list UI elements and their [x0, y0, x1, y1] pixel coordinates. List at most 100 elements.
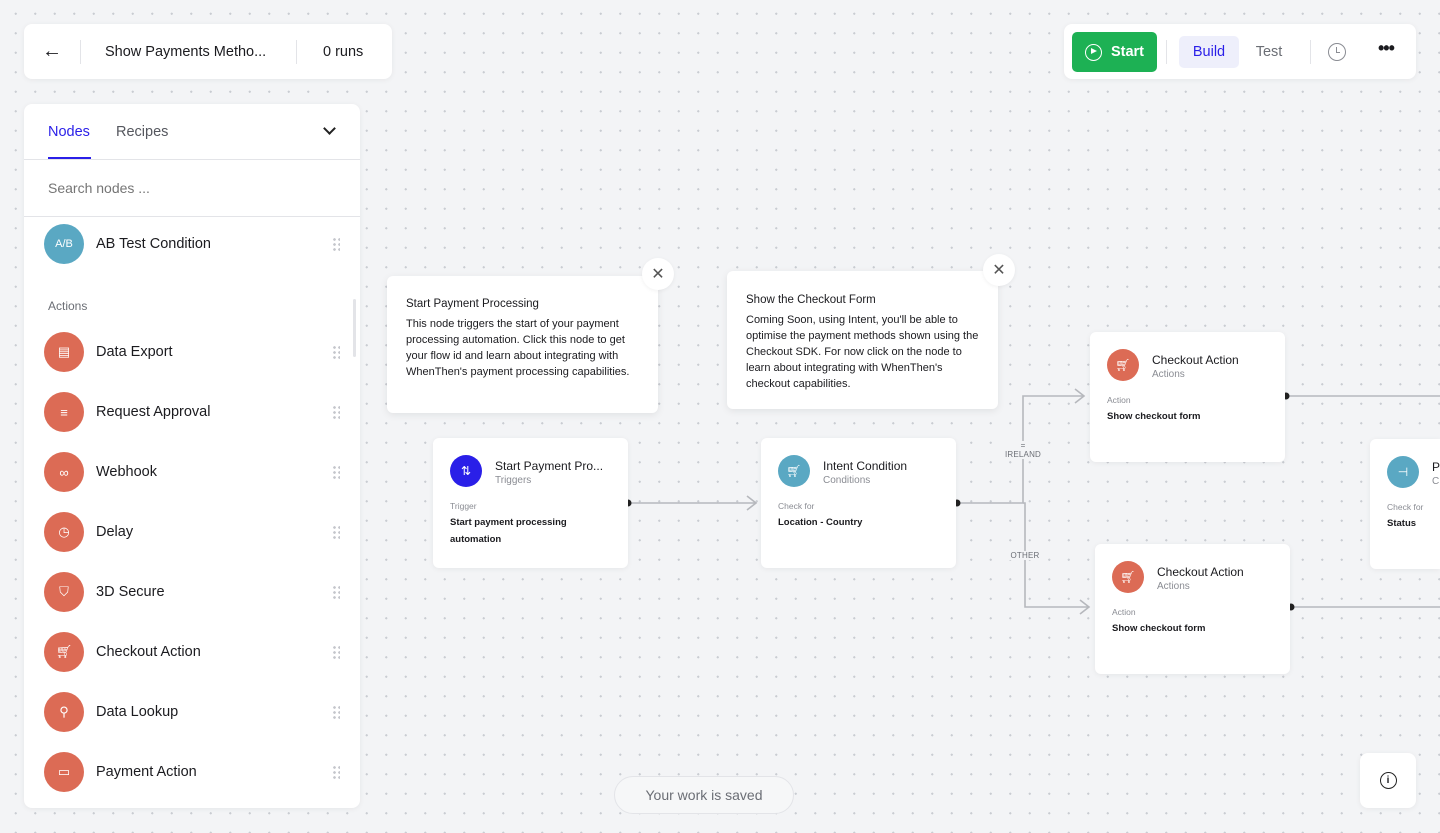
node-field-label: Action: [1112, 607, 1136, 617]
edge-label-ireland: =IRELAND: [1000, 441, 1046, 459]
node-field-value: Status: [1387, 518, 1417, 529]
node-category: Actions: [1157, 581, 1190, 592]
edge-start-to-intent: [628, 495, 758, 511]
node-item-label: Data Lookup: [96, 704, 179, 720]
node-field-value: Show checkout form: [1112, 623, 1206, 634]
drag-handle-icon[interactable]: [332, 345, 340, 359]
saved-status: Your work is saved: [614, 776, 794, 814]
shield-icon: ⛉: [44, 572, 84, 612]
node-category: C: [1432, 476, 1440, 487]
drag-handle-icon[interactable]: [332, 585, 340, 599]
divider: [80, 40, 81, 64]
node-item-checkout-action[interactable]: 🛒︎ Checkout Action: [44, 630, 340, 674]
edge-checkout-out: [1286, 395, 1440, 608]
node-title: Start Payment Pro...: [495, 459, 604, 473]
saved-status-text: Your work is saved: [645, 787, 763, 803]
divider: [24, 159, 360, 160]
edge-operator: =: [1020, 441, 1026, 450]
cart-icon: 🛒︎: [44, 632, 84, 672]
node-item-3d-secure[interactable]: ⛉ 3D Secure: [44, 570, 340, 614]
flow-node[interactable]: 🛒︎ Intent Condition Conditions Check for…: [761, 438, 956, 568]
node-item-label: Delay: [96, 524, 134, 540]
divider: [1310, 40, 1311, 64]
node-field-value: Show checkout form: [1107, 411, 1201, 422]
node-item-webhook[interactable]: ∞ Webhook: [44, 450, 340, 494]
drag-handle-icon[interactable]: [332, 237, 340, 251]
node-category: Conditions: [823, 475, 871, 486]
close-icon[interactable]: ✕: [642, 258, 674, 290]
node-item-label: Request Approval: [96, 404, 211, 420]
drag-handle-icon[interactable]: [332, 705, 340, 719]
tooltip-title: Show the Checkout Form: [746, 294, 876, 306]
flow-node[interactable]: ⊣ P C Check for Status: [1370, 439, 1440, 569]
tab-recipes[interactable]: Recipes: [116, 124, 169, 140]
flow-header: ← Show Payments Metho... 0 runs: [24, 24, 392, 79]
card-icon: ▭: [44, 752, 84, 792]
node-item-label: AB Test Condition: [96, 236, 211, 252]
divider: [296, 40, 297, 64]
flow-title[interactable]: Show Payments Metho...: [105, 44, 267, 60]
tooltip-title: Start Payment Processing: [406, 298, 539, 310]
drag-handle-icon[interactable]: [332, 465, 340, 479]
back-button[interactable]: ←: [42, 40, 62, 62]
tab-nodes[interactable]: Nodes: [48, 124, 90, 140]
history-icon: ◷: [44, 512, 84, 552]
toolbar: Start Build Test •••: [1064, 24, 1416, 79]
active-tab-indicator: [48, 157, 91, 159]
node-title: Intent Condition: [823, 459, 908, 473]
drag-handle-icon[interactable]: [332, 405, 340, 419]
scrollbar[interactable]: [353, 299, 356, 357]
tooltip-body: This node triggers the start of your pay…: [406, 318, 630, 378]
drag-handle-icon[interactable]: [332, 645, 340, 659]
node-field-label: Trigger: [450, 501, 477, 511]
node-item-ab-test[interactable]: A/B AB Test Condition: [44, 222, 340, 266]
node-item-data-lookup[interactable]: ⚲ Data Lookup: [44, 690, 340, 734]
search-icon: ⚲: [44, 692, 84, 732]
split-icon: ⊣: [1387, 456, 1419, 488]
cart-icon: 🛒︎: [1112, 561, 1144, 593]
node-field-value: Start payment processing automation: [450, 517, 567, 545]
drag-handle-icon[interactable]: [332, 525, 340, 539]
node-title: Checkout Action: [1152, 353, 1239, 367]
node-title: P: [1432, 460, 1440, 474]
node-field-value: Location - Country: [778, 517, 863, 528]
start-button[interactable]: Start: [1072, 32, 1157, 72]
node-panel: Nodes Recipes A/B AB Test Condition Acti…: [24, 104, 360, 808]
node-item-label: Webhook: [96, 464, 157, 480]
filter-icon: ≡: [44, 392, 84, 432]
node-item-label: Checkout Action: [96, 644, 201, 660]
node-field-label: Check for: [1387, 502, 1424, 512]
ab-test-icon: A/B: [44, 224, 84, 264]
node-field-label: Action: [1107, 395, 1131, 405]
runs-count: 0 runs: [323, 44, 364, 60]
start-label: Start: [1110, 44, 1145, 60]
section-actions: Actions: [48, 299, 88, 313]
edge-value: IRELAND: [1004, 450, 1042, 459]
flow-node[interactable]: ⇅ Start Payment Pro... Triggers Trigger …: [433, 438, 628, 568]
node-item-label: Payment Action: [96, 764, 197, 780]
flow-node[interactable]: 🛒︎ Checkout Action Actions Action Show c…: [1090, 332, 1285, 462]
node-category: Actions: [1152, 369, 1185, 380]
node-title: Checkout Action: [1157, 565, 1244, 579]
node-item-label: 3D Secure: [96, 584, 165, 600]
close-icon[interactable]: ✕: [983, 254, 1015, 286]
node-category: Triggers: [495, 475, 532, 486]
play-icon: [1084, 43, 1102, 61]
tab-build[interactable]: Build: [1179, 36, 1239, 68]
node-item-delay[interactable]: ◷ Delay: [44, 510, 340, 554]
node-item-payment-action[interactable]: ▭ Payment Action: [44, 750, 340, 794]
more-horizontal-icon[interactable]: •••: [1378, 38, 1395, 58]
node-item-request-approval[interactable]: ≡ Request Approval: [44, 390, 340, 434]
history-icon[interactable]: [1328, 43, 1346, 61]
info-button[interactable]: i: [1360, 753, 1416, 808]
flow-node[interactable]: 🛒︎ Checkout Action Actions Action Show c…: [1095, 544, 1290, 674]
divider: [24, 216, 360, 217]
search-nodes-input[interactable]: [48, 174, 338, 202]
tab-test[interactable]: Test: [1255, 44, 1283, 60]
git-branch-icon: ⇅: [450, 455, 482, 487]
document-icon: ▤: [44, 332, 84, 372]
drag-handle-icon[interactable]: [332, 765, 340, 779]
node-item-data-export[interactable]: ▤ Data Export: [44, 330, 340, 374]
